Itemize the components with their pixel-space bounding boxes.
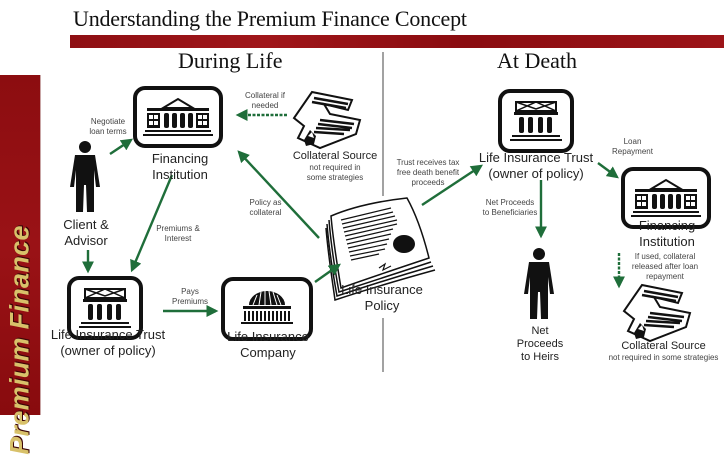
- diagram-canvas: [67, 52, 711, 372]
- edge-label-line: Trust receives tax: [396, 158, 460, 167]
- edge-label-line: Interest: [164, 234, 192, 243]
- edge-label-line: repayment: [646, 272, 684, 281]
- node-label: Policy: [364, 298, 400, 313]
- node-heirs: Net Proceeds to Heirs: [510, 325, 570, 364]
- edge-label-loan-repayment: Loan Repayment: [610, 137, 655, 157]
- node-label: Life Insurance Trust: [50, 327, 166, 342]
- arrow-company-to-policy: [314, 263, 341, 283]
- node-label: Collateral Source: [292, 150, 378, 162]
- node-label: Life Insurance: [341, 282, 423, 297]
- edge-label-line: collateral: [249, 208, 282, 217]
- edge-label-line: loan terms: [89, 127, 127, 136]
- node-label: Client &: [63, 217, 109, 232]
- collateral-documents-icon: [622, 283, 692, 343]
- edge-label-line: Collateral if: [244, 91, 285, 100]
- edge-label-collateral-if-needed: Collateral if needed: [235, 91, 295, 111]
- arrow-policy-to-trust: [421, 164, 484, 207]
- edge-label-negotiate: Negotiate loan terms: [78, 117, 138, 137]
- node-collateral-source-life: Collateral Source not required in some s…: [285, 150, 385, 183]
- edge-label-line: Repayment: [612, 147, 653, 156]
- page-title: Understanding the Premium Finance Concep…: [73, 6, 467, 31]
- edge-label-trust-receives: Trust receives tax free death benefit pr…: [387, 158, 469, 188]
- node-life-insurance-company: Life Insurance Company: [218, 329, 318, 361]
- node-label: Financing: [638, 218, 696, 233]
- arrow-negotiate: [109, 138, 133, 155]
- edge-label-pays-premiums: Pays Premiums: [160, 287, 220, 307]
- node-life-insurance-trust-life: Life Insurance Trust (owner of policy): [48, 327, 168, 359]
- edge-label-line: Net Proceeds: [485, 198, 535, 207]
- section-heading-during-life: During Life: [178, 48, 283, 73]
- node-label: Life Insurance Trust: [478, 150, 594, 165]
- node-label: Life Insurance: [227, 329, 309, 344]
- edge-label-line: free death benefit: [396, 168, 460, 177]
- arrow-loan-repayment: [597, 162, 619, 179]
- section-heading-at-death: At Death: [497, 48, 578, 73]
- edge-label-line: Loan: [623, 137, 642, 146]
- node-label: to Heirs: [521, 351, 559, 363]
- title-underline-band: [70, 35, 724, 48]
- collateral-documents-icon: [292, 90, 362, 150]
- bank-building-icon: [133, 86, 223, 148]
- sidebar-band: Premium Finance: [0, 75, 41, 455]
- node-label: Advisor: [64, 233, 108, 248]
- arrow-policy-as-collateral: [237, 150, 320, 239]
- node-label: Institution: [152, 167, 208, 182]
- node-financing-institution-life: Financing Institution: [145, 151, 215, 183]
- node-life-insurance-policy: Life Insurance Policy: [332, 282, 432, 314]
- edge-label-collateral-released: If used, collateral released after loan …: [625, 252, 705, 282]
- edge-label-premiums-interest: Premiums & Interest: [148, 224, 208, 244]
- edge-label-net-proceeds-beneficiaries: Net Proceeds to Beneficiaries: [480, 198, 540, 218]
- node-label: Company: [240, 345, 296, 360]
- node-note: not required in: [309, 163, 361, 172]
- edge-label-line: to Beneficiaries: [482, 208, 538, 217]
- edge-label-line: Policy as: [249, 198, 282, 207]
- node-note: some strategies: [306, 173, 364, 182]
- arrow-premiums-interest: [130, 174, 174, 273]
- node-label: Financing: [151, 151, 209, 166]
- node-label: Collateral Source: [621, 340, 706, 352]
- edge-label-line: If used, collateral: [634, 252, 696, 261]
- edge-label-line: Premiums: [171, 297, 208, 306]
- edge-label-line: released after loan: [631, 262, 699, 271]
- edge-label-line: Pays: [181, 287, 199, 296]
- edge-label-line: needed: [251, 101, 279, 110]
- node-life-insurance-trust-death: Life Insurance Trust (owner of policy): [474, 150, 598, 182]
- node-label: (owner of policy): [60, 343, 156, 358]
- edge-label-line: Negotiate: [90, 117, 126, 126]
- node-label: Proceeds: [516, 338, 564, 350]
- node-financing-institution-death: Financing Institution: [632, 218, 702, 250]
- node-note: not required in some strategies: [608, 353, 719, 362]
- node-label: (owner of policy): [488, 166, 584, 181]
- edge-label-line: proceeds: [411, 178, 445, 187]
- node-label: Net: [531, 325, 549, 337]
- trust-building-icon: [498, 89, 574, 153]
- node-collateral-source-death: Collateral Source not required in some s…: [600, 340, 727, 363]
- policy-document-icon: [325, 197, 436, 301]
- person-icon: [524, 248, 554, 319]
- edge-label-policy-collateral: Policy as collateral: [238, 198, 293, 218]
- node-label: Institution: [639, 234, 695, 249]
- person-icon: [70, 141, 100, 212]
- node-client-advisor: Client & Advisor: [56, 217, 116, 249]
- edge-label-line: Premiums &: [156, 224, 200, 233]
